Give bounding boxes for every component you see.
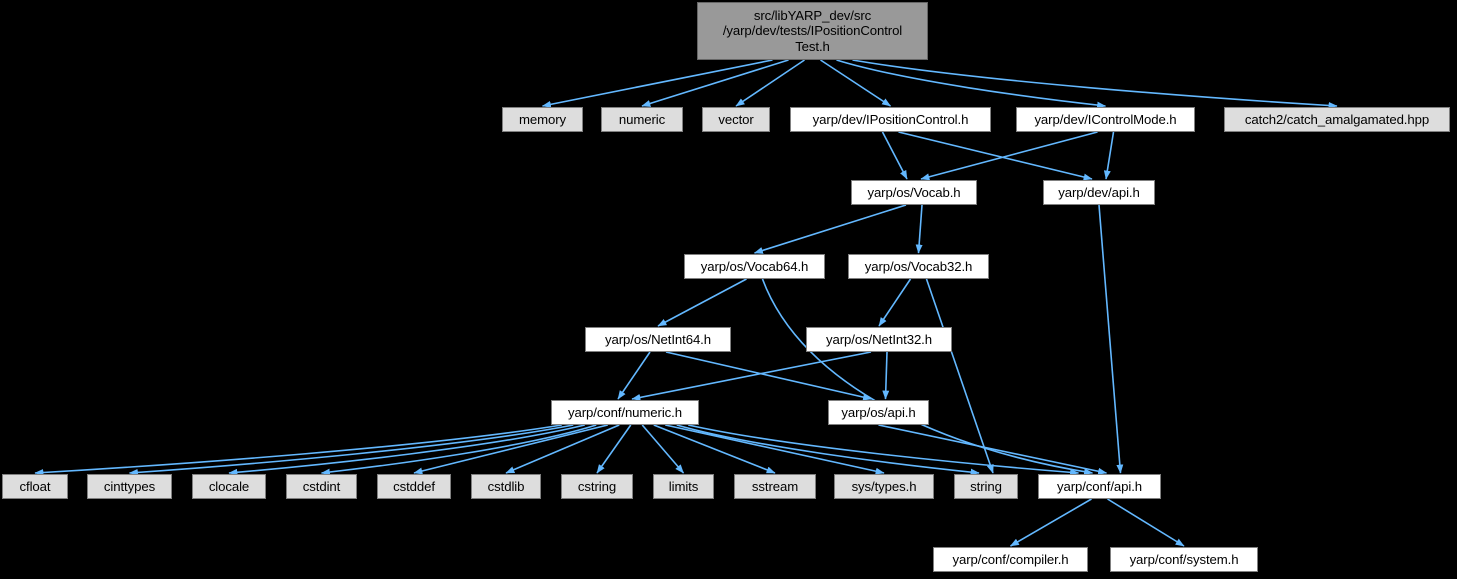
edge-vocab32-to-string — [925, 278, 994, 474]
graph-node-netint32[interactable]: yarp/os/NetInt32.h — [806, 327, 952, 352]
edge-confnumeric-to-cstdlib — [505, 424, 620, 474]
edge-netint64-to-osapi — [665, 351, 873, 401]
edge-vocab64-to-netint64 — [657, 278, 747, 327]
edge-confnumeric-to-cstddef — [413, 424, 608, 475]
edge-confnumeric-to-string — [676, 424, 980, 476]
graph-node-string[interactable]: string — [954, 474, 1018, 499]
graph-node-vector[interactable]: vector — [702, 107, 770, 132]
graph-node-numeric[interactable]: numeric — [601, 107, 683, 132]
graph-node-cstdint[interactable]: cstdint — [286, 474, 357, 499]
edge-confnumeric-to-cstdint — [320, 424, 597, 476]
edge-vocab-to-vocab32 — [915, 204, 923, 254]
graph-node-cstring[interactable]: cstring — [561, 474, 633, 499]
edge-confnumeric-to-systypes — [665, 424, 885, 475]
graph-node-vocab64[interactable]: yarp/os/Vocab64.h — [684, 254, 825, 279]
graph-node-vocab[interactable]: yarp/os/Vocab.h — [851, 180, 977, 205]
edge-ictrlmode-to-vocab — [920, 131, 1098, 181]
edge-confnumeric-to-confapi — [688, 424, 1080, 476]
graph-node-cfloat[interactable]: cfloat — [2, 474, 68, 499]
graph-node-vocab32[interactable]: yarp/os/Vocab32.h — [848, 254, 989, 279]
graph-node-clocale[interactable]: clocale — [192, 474, 266, 499]
edge-osapi-to-confapi — [878, 424, 1108, 475]
graph-node-osapi[interactable]: yarp/os/api.h — [828, 400, 929, 425]
edge-vocab64-to-confapi — [761, 278, 1094, 476]
edge-vocab32-to-netint32 — [878, 278, 912, 327]
edge-iposctrl-to-devapi — [898, 131, 1093, 181]
graph-node-root[interactable]: src/libYARP_dev/src /yarp/dev/tests/IPos… — [697, 2, 928, 60]
edge-root-to-ictrlmode — [836, 59, 1107, 109]
edge-iposctrl-to-vocab — [881, 131, 908, 180]
graph-node-memory[interactable]: memory — [502, 107, 583, 132]
edge-root-to-vector — [735, 59, 805, 107]
graph-node-catch2[interactable]: catch2/catch_amalgamated.hpp — [1224, 107, 1450, 132]
edge-confnumeric-to-cfloat — [34, 424, 562, 477]
graph-node-iposctrl[interactable]: yarp/dev/IPositionControl.h — [790, 107, 991, 132]
edge-root-to-iposctrl — [820, 59, 892, 107]
graph-node-ictrlmode[interactable]: yarp/dev/IControlMode.h — [1016, 107, 1195, 132]
graph-node-sstream[interactable]: sstream — [734, 474, 816, 499]
edge-confnumeric-to-sstream — [653, 424, 776, 474]
graph-node-systypes[interactable]: sys/types.h — [834, 474, 934, 499]
edge-devapi-to-confapi — [1098, 204, 1124, 474]
edge-confnumeric-to-cinttypes — [128, 424, 574, 476]
edge-netint32-to-osapi — [882, 351, 890, 400]
edge-root-to-catch2 — [852, 59, 1338, 109]
edge-vocab-to-vocab64 — [753, 204, 907, 254]
edge-ictrlmode-to-devapi — [1103, 131, 1115, 180]
graph-node-confnumeric[interactable]: yarp/conf/numeric.h — [551, 400, 699, 425]
graph-node-devapi[interactable]: yarp/dev/api.h — [1043, 180, 1155, 205]
graph-node-cstdlib[interactable]: cstdlib — [471, 474, 541, 499]
edge-confnumeric-to-clocale — [228, 424, 585, 476]
graph-node-cinttypes[interactable]: cinttypes — [87, 474, 172, 499]
graph-node-confsystem[interactable]: yarp/conf/system.h — [1110, 547, 1258, 572]
edge-confapi-to-confcompiler — [1009, 498, 1092, 547]
graph-node-limits[interactable]: limits — [653, 474, 714, 499]
edge-confnumeric-to-limits — [641, 424, 685, 474]
edge-confapi-to-confsystem — [1107, 498, 1185, 547]
edge-netint64-to-confnumeric — [617, 351, 651, 400]
graph-node-cstddef[interactable]: cstddef — [377, 474, 451, 499]
graph-node-confapi[interactable]: yarp/conf/api.h — [1038, 474, 1161, 499]
edge-root-to-numeric — [641, 59, 789, 107]
edge-root-to-memory — [541, 59, 773, 108]
graph-node-confcompiler[interactable]: yarp/conf/compiler.h — [933, 547, 1088, 572]
edge-confnumeric-to-cstring — [596, 424, 632, 474]
graph-node-netint64[interactable]: yarp/os/NetInt64.h — [585, 327, 731, 352]
edge-netint32-to-confnumeric — [631, 351, 872, 401]
